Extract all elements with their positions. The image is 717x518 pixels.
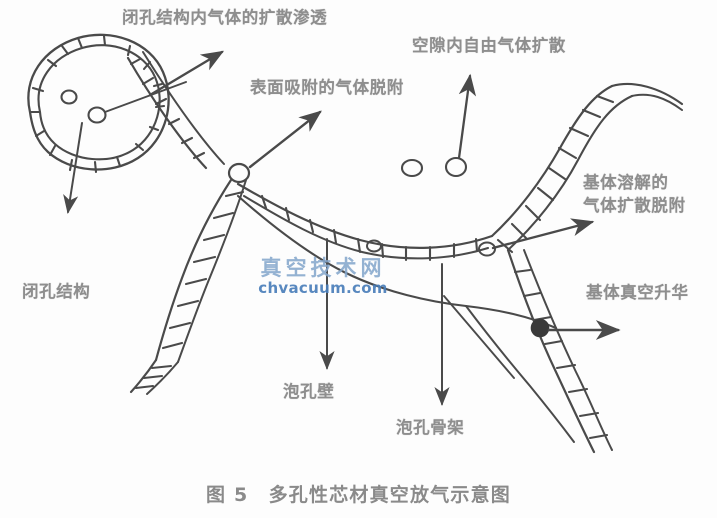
diagonal-strand-lower-right-2 [443, 295, 515, 379]
label-surface-adsorbed-desorption: 表面吸附的气体脱附 [250, 78, 404, 97]
closed-cell-structure-shape [27, 33, 170, 174]
diagram-ink [27, 33, 684, 454]
right-lower-strut [506, 248, 613, 454]
label-closed-cell-structure: 闭孔结构 [22, 282, 91, 301]
arrow-free-gas-diffusion [457, 73, 477, 160]
label-matrix-dissolved-line2: 气体扩散脱附 [583, 196, 686, 215]
free-gas-bubble-2 [444, 156, 468, 178]
label-cell-strut: 泡孔骨架 [396, 418, 465, 437]
right-wall-top-extension-inner [631, 93, 683, 111]
label-matrix-dissolved-line1: 基体溶解的 [583, 173, 669, 192]
arrow-matrix-dissolved-desorption [491, 218, 595, 250]
surface-adsorbed-bubble [227, 162, 251, 184]
figure-caption: 图 5 多孔性芯材真空放气示意图 [205, 484, 512, 506]
label-closed-cell-gas-diffusion: 闭孔结构内气体的扩散渗透 [122, 8, 328, 27]
central-hatched-band [236, 182, 494, 262]
gas-bubble-large [87, 106, 107, 124]
gas-bubble-small [60, 89, 78, 105]
label-matrix-vacuum-sublimation: 基体真空升华 [586, 283, 689, 302]
right-wall-top-extension [610, 82, 684, 106]
strut-upper-left [126, 51, 225, 170]
pointer-closed-cell-structure [63, 122, 83, 214]
band-bubble-left [366, 239, 382, 253]
free-gas-bubble-1 [400, 158, 424, 178]
strut-lower-left [129, 358, 179, 395]
label-cell-wall: 泡孔壁 [283, 382, 335, 401]
diagonal-strand-lower-right [465, 305, 575, 443]
label-free-gas-in-void: 空隙内自由气体扩散 [412, 36, 566, 55]
right-curved-wall [490, 84, 634, 254]
arrow-surface-desorption [248, 110, 322, 169]
cell-wall-left-wedge [154, 178, 247, 363]
arrow-closed-cell-diffusion [148, 50, 225, 97]
bubble-leader-line [104, 81, 187, 113]
sublimation-dot [530, 318, 550, 338]
lower-boundary-left [236, 194, 468, 308]
band-bubble-right [478, 241, 496, 257]
